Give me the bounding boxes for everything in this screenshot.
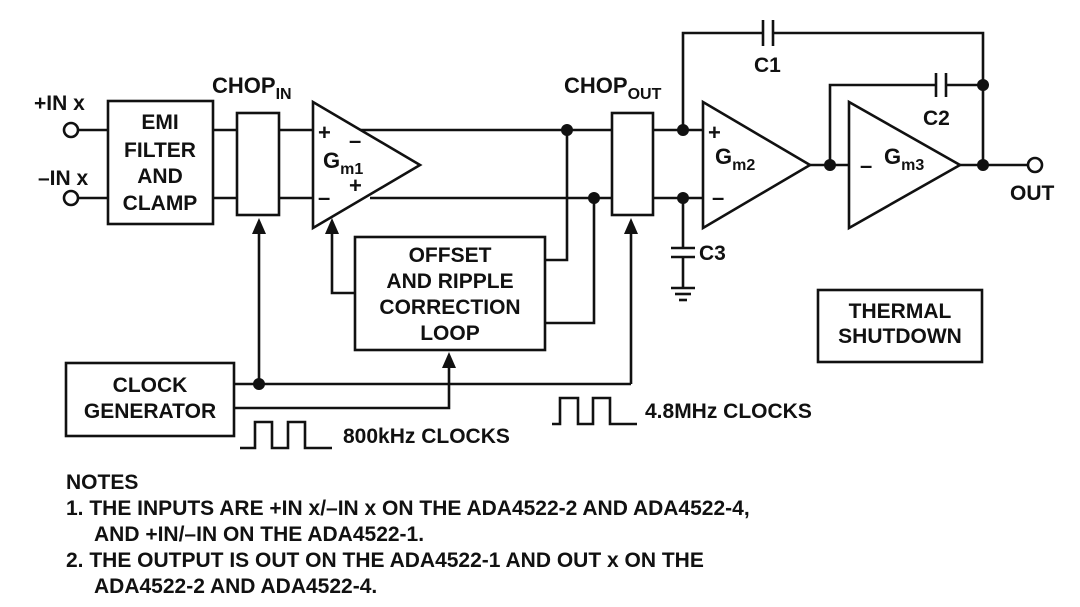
junction-dot <box>824 159 836 171</box>
emi-label-line: EMI <box>141 111 178 134</box>
out-label: OUT <box>1010 182 1055 205</box>
offset-correction-text: OFFSET AND RIPPLE CORRECTION LOOP <box>379 244 520 345</box>
clock-generator-text: CLOCK GENERATOR <box>84 374 216 423</box>
chop-in-subscript: IN <box>276 86 292 103</box>
c2-label: C2 <box>923 107 950 130</box>
note-1-line-2: AND +IN/–IN ON THE ADA4522-1. <box>94 523 425 546</box>
in-pos-label: +IN x <box>34 92 85 115</box>
in-neg-label: –IN x <box>38 167 89 190</box>
gm2-subscript: m2 <box>732 157 755 174</box>
notes-section: NOTES 1. THE INPUTS ARE +IN x/–IN x ON T… <box>66 470 1066 600</box>
chop-in-label: CHOPIN <box>212 73 292 103</box>
junction-dot <box>253 378 265 390</box>
note-2-line-2: ADA4522-2 AND ADA4522-4. <box>94 575 378 598</box>
gm1-main: G <box>323 148 340 173</box>
clock-4m8-label: 4.8MHz CLOCKS <box>645 400 812 423</box>
thermal-shutdown-text: THERMAL SHUTDOWN <box>838 300 962 348</box>
thermal-shutdown-block <box>816 288 984 364</box>
offset-label-line: OFFSET <box>409 244 492 267</box>
chop-out-subscript: OUT <box>628 86 662 103</box>
gm3-amplifier <box>847 99 963 231</box>
emi-label-line: FILTER <box>124 139 196 162</box>
junction-dot <box>977 79 989 91</box>
clock-label-line: CLOCK <box>113 374 188 397</box>
junction-dot <box>977 159 989 171</box>
chop-out-main: CHOP <box>564 73 628 98</box>
gm3-subscript: m3 <box>901 157 924 174</box>
emi-filter-text: EMI FILTER AND CLAMP <box>123 111 198 215</box>
gm1-minus-bottom: – <box>318 185 330 210</box>
gm1-subscript: m1 <box>340 161 363 178</box>
gm2-main: G <box>715 144 732 169</box>
junction-dot <box>677 192 689 204</box>
wires <box>79 20 1028 450</box>
chop-out-label: CHOPOUT <box>564 73 662 103</box>
gm2-amplifier <box>701 99 813 231</box>
gm2-label: Gm2 <box>715 144 755 174</box>
offset-correction-block <box>353 235 547 352</box>
emi-label-line: CLAMP <box>123 192 198 215</box>
gm3-minus: – <box>860 153 872 178</box>
offset-label-line: CORRECTION <box>379 296 520 319</box>
junction-dot <box>677 124 689 136</box>
junction-dot <box>561 124 573 136</box>
clock-label-line: GENERATOR <box>84 400 216 423</box>
offset-label-line: AND RIPPLE <box>386 270 513 293</box>
c1-label: C1 <box>754 54 781 77</box>
gm1-amplifier <box>311 99 423 231</box>
c3-label: C3 <box>699 242 726 265</box>
notes-title: NOTES <box>66 471 139 494</box>
gm1-label: Gm1 <box>323 148 363 178</box>
emi-label-line: AND <box>137 165 183 188</box>
clock-generator-block <box>64 361 236 438</box>
chop-out-block <box>610 111 655 217</box>
note-1-line-1: 1. THE INPUTS ARE +IN x/–IN x ON THE ADA… <box>66 497 750 520</box>
thermal-label-line: SHUTDOWN <box>838 325 962 348</box>
emi-filter-block <box>106 99 215 226</box>
in-neg-terminal <box>62 189 80 207</box>
thermal-label-line: THERMAL <box>849 300 952 323</box>
gm1-plus-bottom: + <box>349 173 362 198</box>
offset-label-line: LOOP <box>420 322 480 345</box>
chop-in-block <box>235 111 281 217</box>
gm1-plus-top: + <box>318 120 331 145</box>
clock-800k-label: 800kHz CLOCKS <box>343 425 510 448</box>
gm1-minus-top: – <box>349 128 361 153</box>
chop-in-main: CHOP <box>212 73 276 98</box>
junction-dot <box>588 192 600 204</box>
gm2-minus: – <box>712 185 724 210</box>
out-terminal <box>1026 156 1044 174</box>
junctions <box>253 79 989 390</box>
gm3-label: Gm3 <box>884 144 924 174</box>
note-2-line-1: 2. THE OUTPUT IS OUT ON THE ADA4522-1 AN… <box>66 549 704 572</box>
gm2-plus: + <box>708 120 721 145</box>
gm3-main: G <box>884 144 901 169</box>
in-pos-terminal <box>62 121 80 139</box>
